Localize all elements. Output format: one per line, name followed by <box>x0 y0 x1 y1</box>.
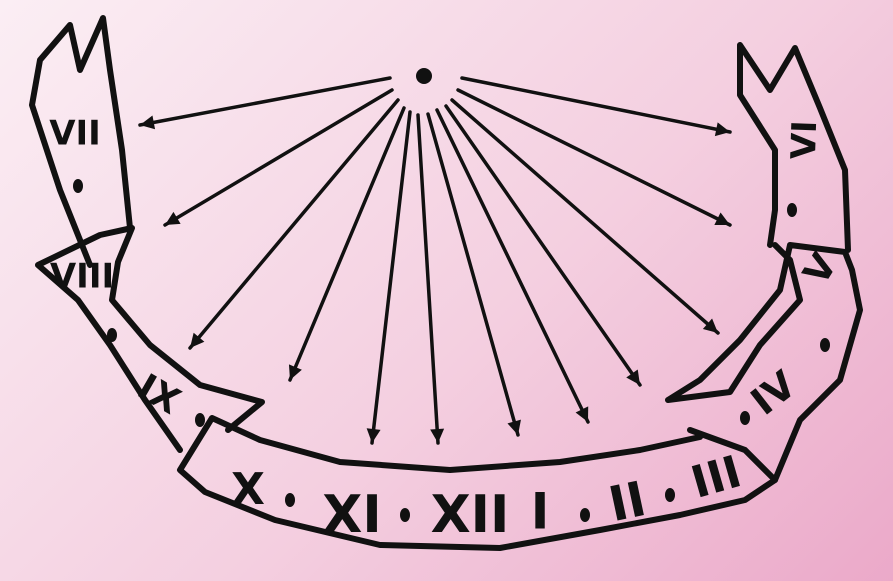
hour-line <box>446 106 640 385</box>
separator-dot <box>787 203 797 217</box>
separator-dot <box>740 411 750 425</box>
hour-line <box>372 112 410 443</box>
hour-line <box>140 78 390 125</box>
gnomon-dot <box>416 68 432 84</box>
hour-line <box>458 90 730 225</box>
hour-line <box>165 90 392 225</box>
arrowhead <box>626 370 640 385</box>
hour-line <box>290 108 404 380</box>
separator-dot <box>580 508 590 522</box>
separator-dot <box>285 493 295 507</box>
hour-label: VIII <box>50 257 114 297</box>
hour-label: VII <box>49 114 101 154</box>
hour-lines <box>140 78 730 443</box>
hour-label: VI <box>784 120 825 160</box>
separator-dot <box>400 508 410 522</box>
arrowhead <box>430 429 444 443</box>
hour-label: XII <box>431 485 510 545</box>
separator-dot <box>820 338 830 352</box>
separator-dot <box>107 328 117 342</box>
hour-line <box>190 100 398 348</box>
separator-dot <box>73 179 83 193</box>
separator-dot <box>665 488 675 502</box>
arrowhead <box>140 116 155 130</box>
separator-dot <box>195 413 205 427</box>
hour-label: XI <box>322 485 381 545</box>
hour-label: IX <box>131 367 187 423</box>
hour-label: I <box>531 483 550 541</box>
hour-line <box>428 114 518 435</box>
hour-label: II <box>604 471 651 533</box>
hour-label: X <box>231 464 265 515</box>
hour-line <box>452 100 718 333</box>
hour-label: IV <box>743 362 805 424</box>
hour-line <box>462 78 730 132</box>
arrowhead <box>715 122 730 136</box>
hour-line <box>437 110 588 422</box>
hour-line <box>418 115 438 443</box>
